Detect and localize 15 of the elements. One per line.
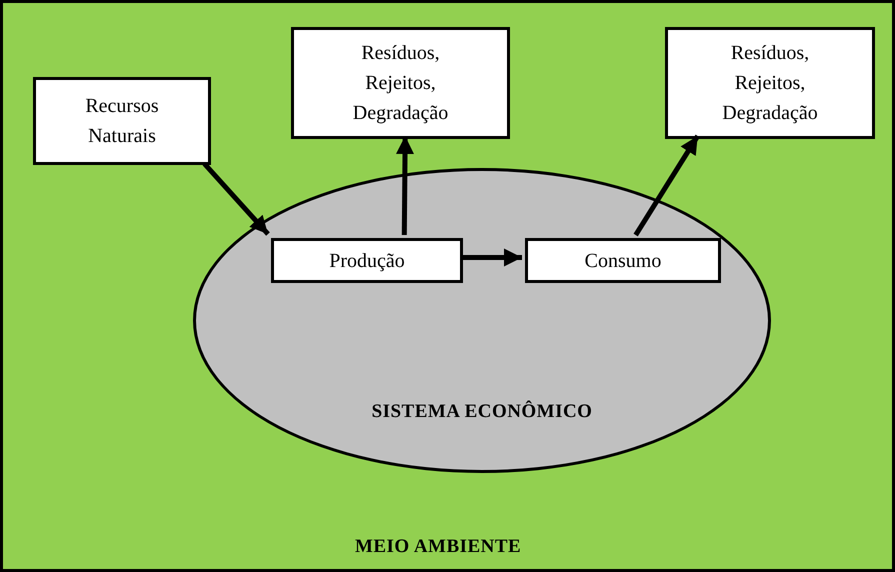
process-box (291, 27, 510, 139)
node-text: Resíduos, Rejeitos, Degradação (352, 41, 450, 126)
process-box (33, 77, 211, 165)
node-text: SISTEMA ECONÔMICO (372, 400, 592, 424)
panel-title: MEIO AMBIENTE (355, 535, 522, 559)
node-text: Produção (329, 248, 405, 274)
node-text: Consumo (584, 248, 662, 274)
node-text: Resíduos, Rejeitos, Degradação (721, 41, 819, 126)
node-text: Recursos Naturais (84, 94, 160, 149)
arrow (460, 248, 522, 266)
process-box (525, 238, 721, 283)
process-box (665, 27, 875, 139)
arrow (202, 162, 270, 236)
process-box (271, 238, 463, 283)
arrow (634, 134, 700, 236)
